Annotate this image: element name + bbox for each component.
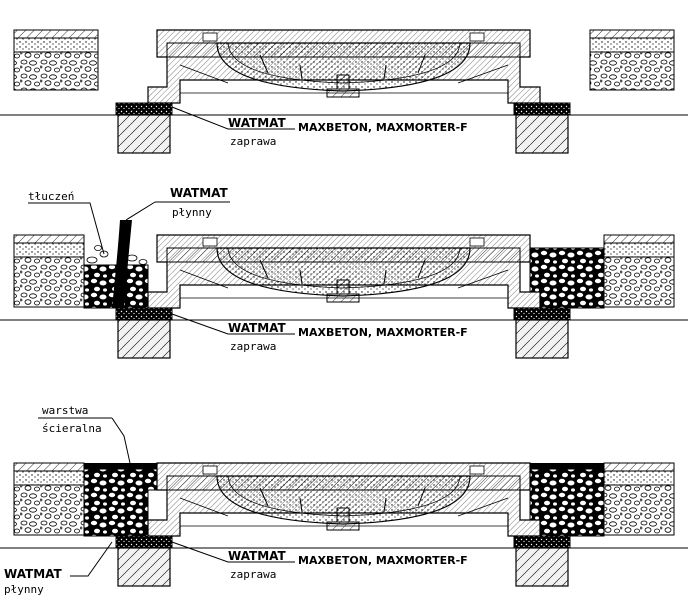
mortar-pad-left [115, 535, 173, 549]
loose-stones [86, 245, 148, 265]
concrete-ring-left [117, 319, 171, 359]
concrete-ring-left [117, 547, 171, 587]
manhole-cover [147, 462, 541, 537]
product-label: MAXBETON, MAXMORTER-F [298, 121, 468, 134]
watmat-label: WATMAT [228, 321, 287, 335]
filled-gravel-left [83, 468, 158, 537]
plynny-top-label: płynny [172, 206, 212, 219]
warstwa-label: warstwa [42, 404, 88, 417]
mortar-pad-right [513, 307, 571, 321]
filled-gravel-right [529, 247, 605, 309]
manhole-cover [147, 234, 541, 309]
mortar-pad-right [513, 102, 571, 116]
watmat-label: WATMAT [228, 549, 287, 563]
concrete-ring-right [515, 547, 569, 587]
concrete-ring-right [515, 319, 569, 359]
watmat-left-label: WATMAT [4, 567, 63, 581]
scieralna-label: ścieralna [42, 422, 102, 435]
watmat-label: WATMAT [228, 116, 287, 130]
mortar-pad-left [115, 307, 173, 321]
panel-3: warstwa ścieralna WATMAT MAXBETON, MAXMO… [0, 404, 688, 596]
concrete-ring-right [515, 114, 569, 154]
manhole-cover [147, 29, 541, 104]
tluczen-label: tłuczeń [28, 190, 74, 203]
zaprawa-label: zaprawa [230, 340, 276, 353]
zaprawa-label: zaprawa [230, 568, 276, 581]
plynny-left-label: płynny [4, 583, 44, 596]
mortar-pad-left [115, 102, 173, 116]
filled-gravel-right [529, 468, 605, 537]
zaprawa-label: zaprawa [230, 135, 276, 148]
concrete-ring-left [117, 114, 171, 154]
watmat-top-label: WATMAT [170, 186, 229, 200]
wearing-layer-left [84, 463, 157, 469]
mortar-pad-right [513, 535, 571, 549]
liquid-watmat-pour [112, 220, 132, 308]
wearing-layer-right [530, 463, 604, 469]
panel-2: tłuczeń WATMAT płynny WATMAT MAXBETON, M… [0, 186, 688, 359]
product-label: MAXBETON, MAXMORTER-F [298, 554, 468, 567]
product-label: MAXBETON, MAXMORTER-F [298, 326, 468, 339]
panel-1: WATMAT MAXBETON, MAXMORTER-F zaprawa [0, 29, 688, 154]
